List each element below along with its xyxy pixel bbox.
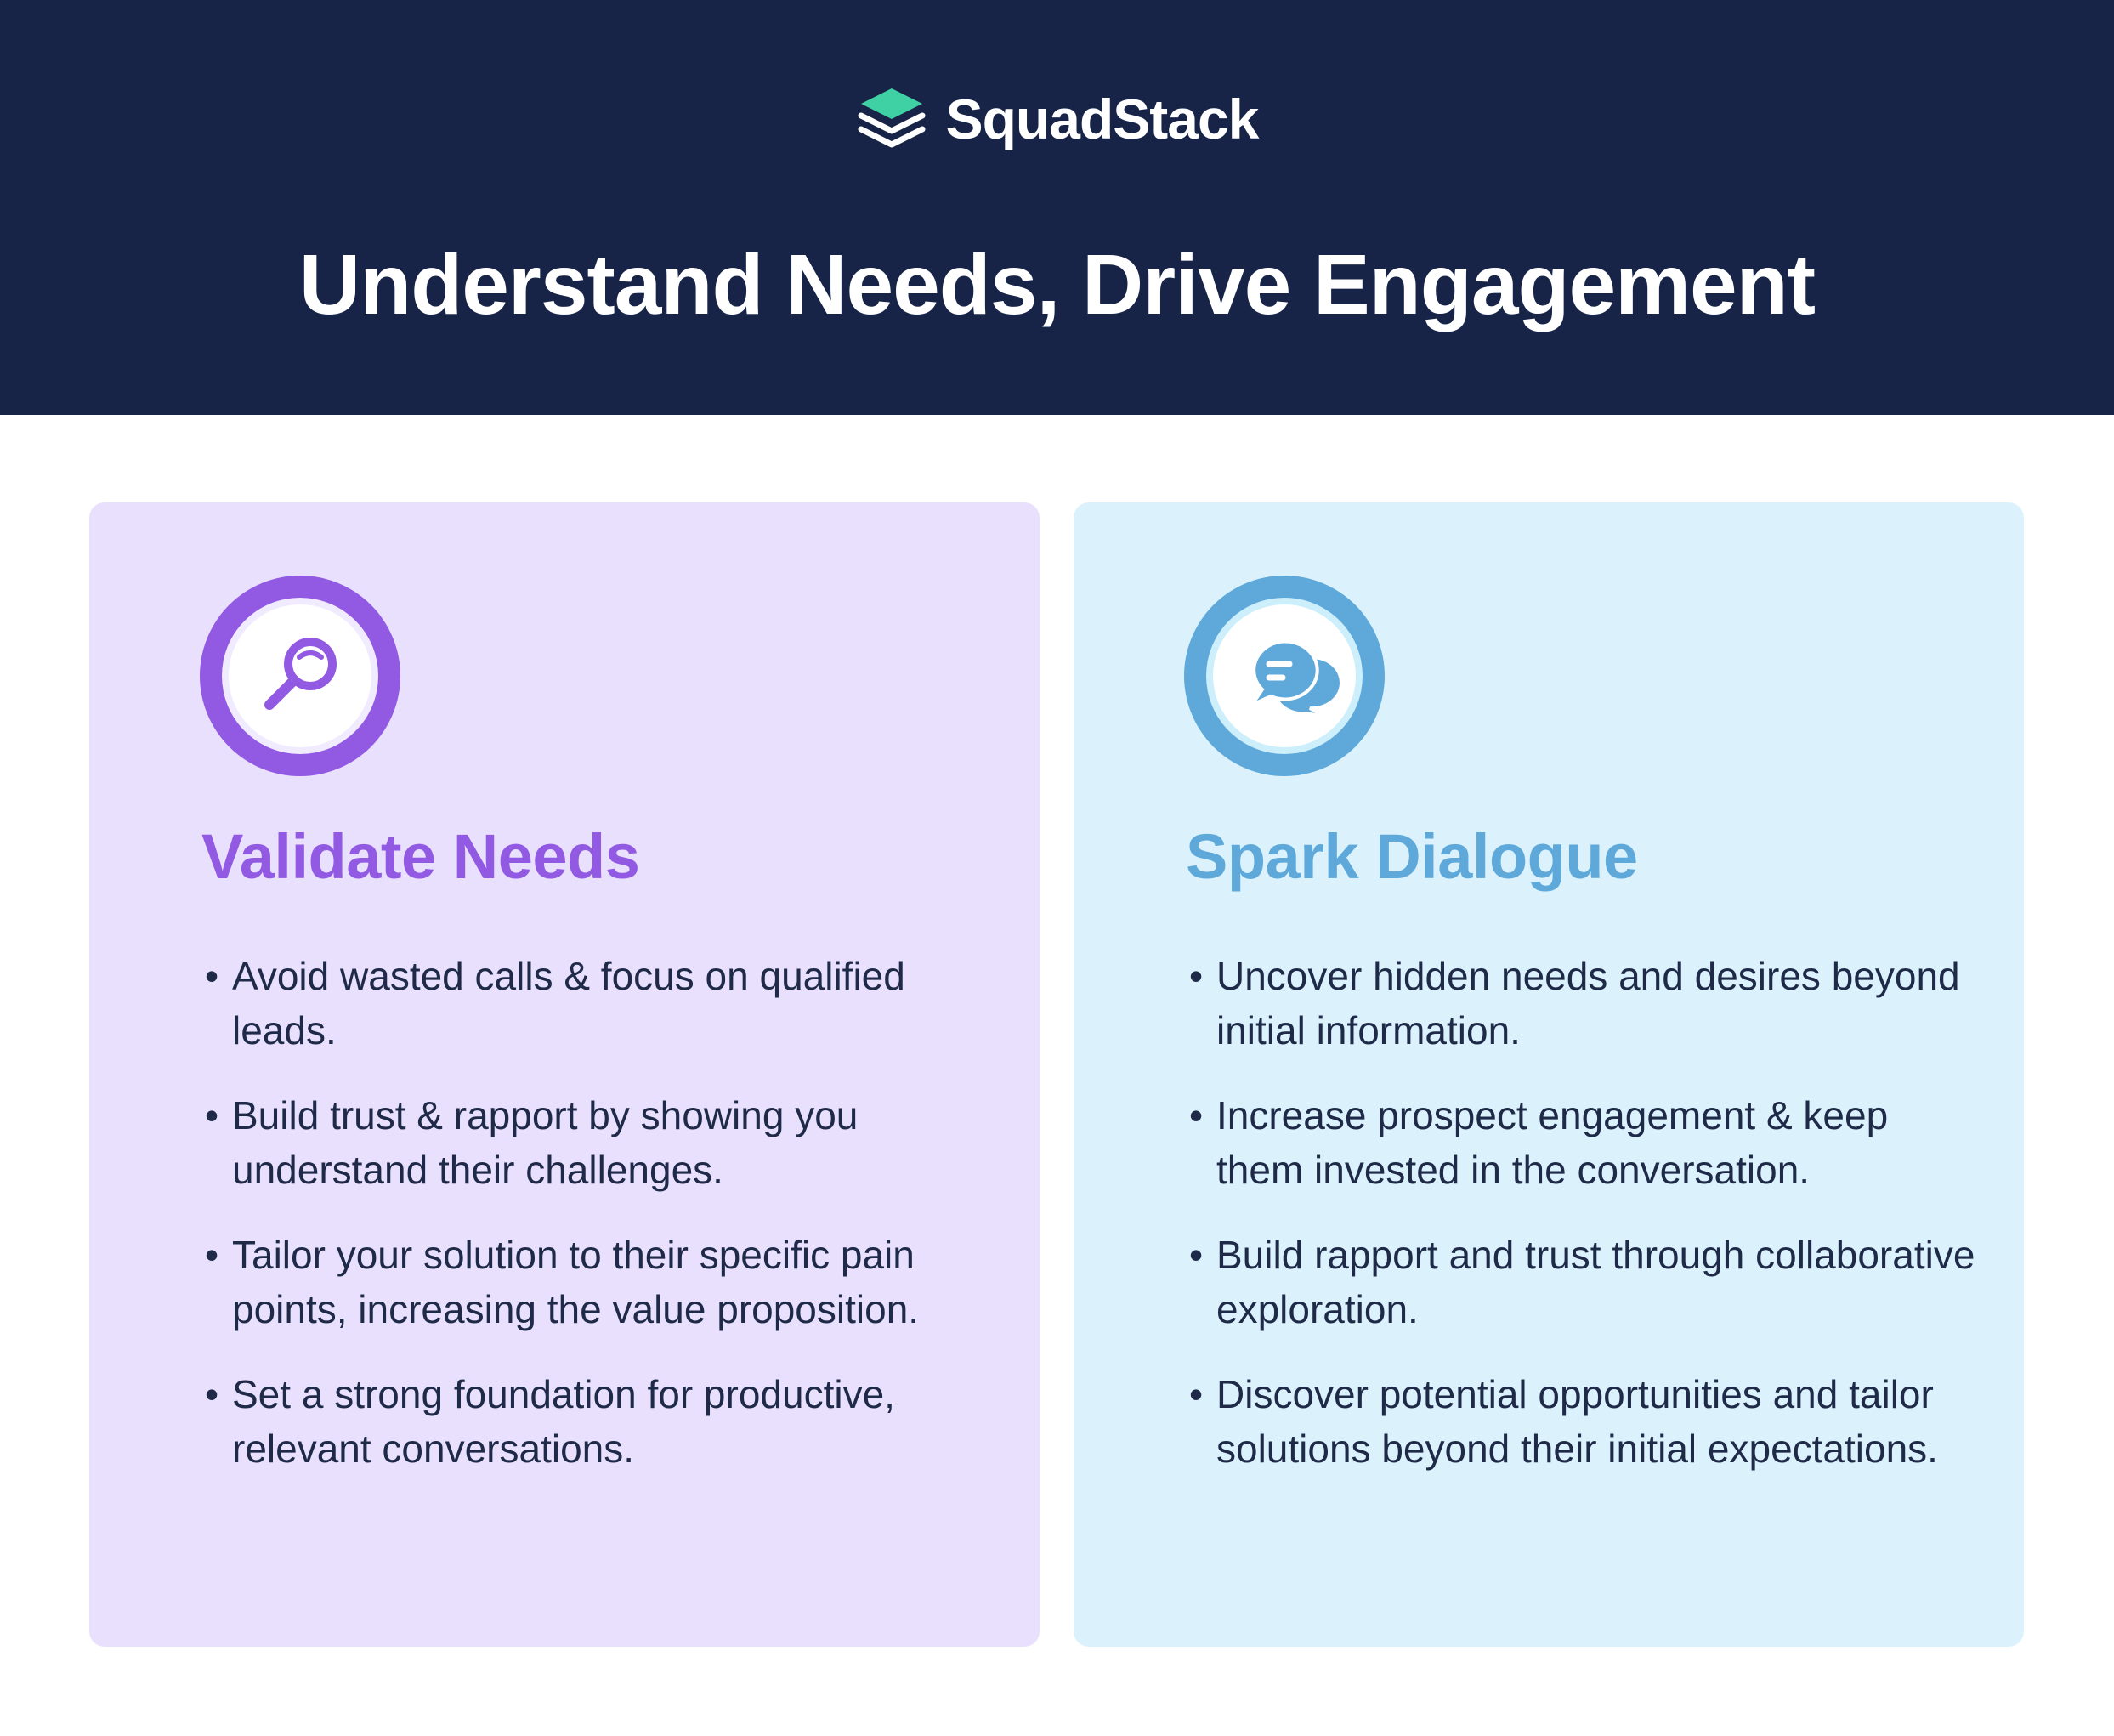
list-item: •Increase prospect engagement & keep the… bbox=[1186, 1088, 1976, 1197]
card-title: Spark Dialogue bbox=[1186, 821, 1638, 892]
layered-stack-icon bbox=[856, 85, 927, 153]
page-title: Understand Needs, Drive Engagement bbox=[298, 237, 1816, 332]
list-item: •Build trust & rapport by showing you un… bbox=[201, 1088, 992, 1197]
bullet-dot: • bbox=[205, 954, 219, 998]
bullet-list: •Avoid wasted calls & focus on qualified… bbox=[201, 949, 992, 1506]
bullet-dot: • bbox=[205, 1372, 219, 1416]
bullet-dot: • bbox=[1189, 1233, 1204, 1277]
list-item: •Build rapport and trust through collabo… bbox=[1186, 1228, 1976, 1336]
brand: SquadStack bbox=[0, 85, 2114, 153]
bullet-dot: • bbox=[1189, 1372, 1204, 1416]
bullet-dot: • bbox=[205, 1233, 219, 1277]
bullet-list: •Uncover hidden needs and desires beyond… bbox=[1186, 949, 1976, 1506]
chat-bubbles-icon bbox=[1184, 576, 1385, 776]
bullet-dot: • bbox=[1189, 954, 1204, 998]
list-item: •Discover potential opportunities and ta… bbox=[1186, 1367, 1976, 1476]
card-spark-dialogue: Spark Dialogue •Uncover hidden needs and… bbox=[1074, 502, 2024, 1647]
brand-name: SquadStack bbox=[945, 88, 1260, 150]
bullet-dot: • bbox=[1189, 1093, 1204, 1137]
list-item: •Avoid wasted calls & focus on qualified… bbox=[201, 949, 992, 1058]
list-item: •Tailor your solution to their specific … bbox=[201, 1228, 992, 1336]
list-item: •Uncover hidden needs and desires beyond… bbox=[1186, 949, 1976, 1058]
card-title: Validate Needs bbox=[201, 821, 640, 892]
header-banner: SquadStack Understand Needs, Drive Engag… bbox=[0, 0, 2114, 415]
card-validate-needs: Validate Needs •Avoid wasted calls & foc… bbox=[89, 502, 1040, 1647]
bullet-dot: • bbox=[205, 1093, 219, 1137]
list-item: •Set a strong foundation for productive,… bbox=[201, 1367, 992, 1476]
magnifying-glass-icon bbox=[200, 576, 400, 776]
